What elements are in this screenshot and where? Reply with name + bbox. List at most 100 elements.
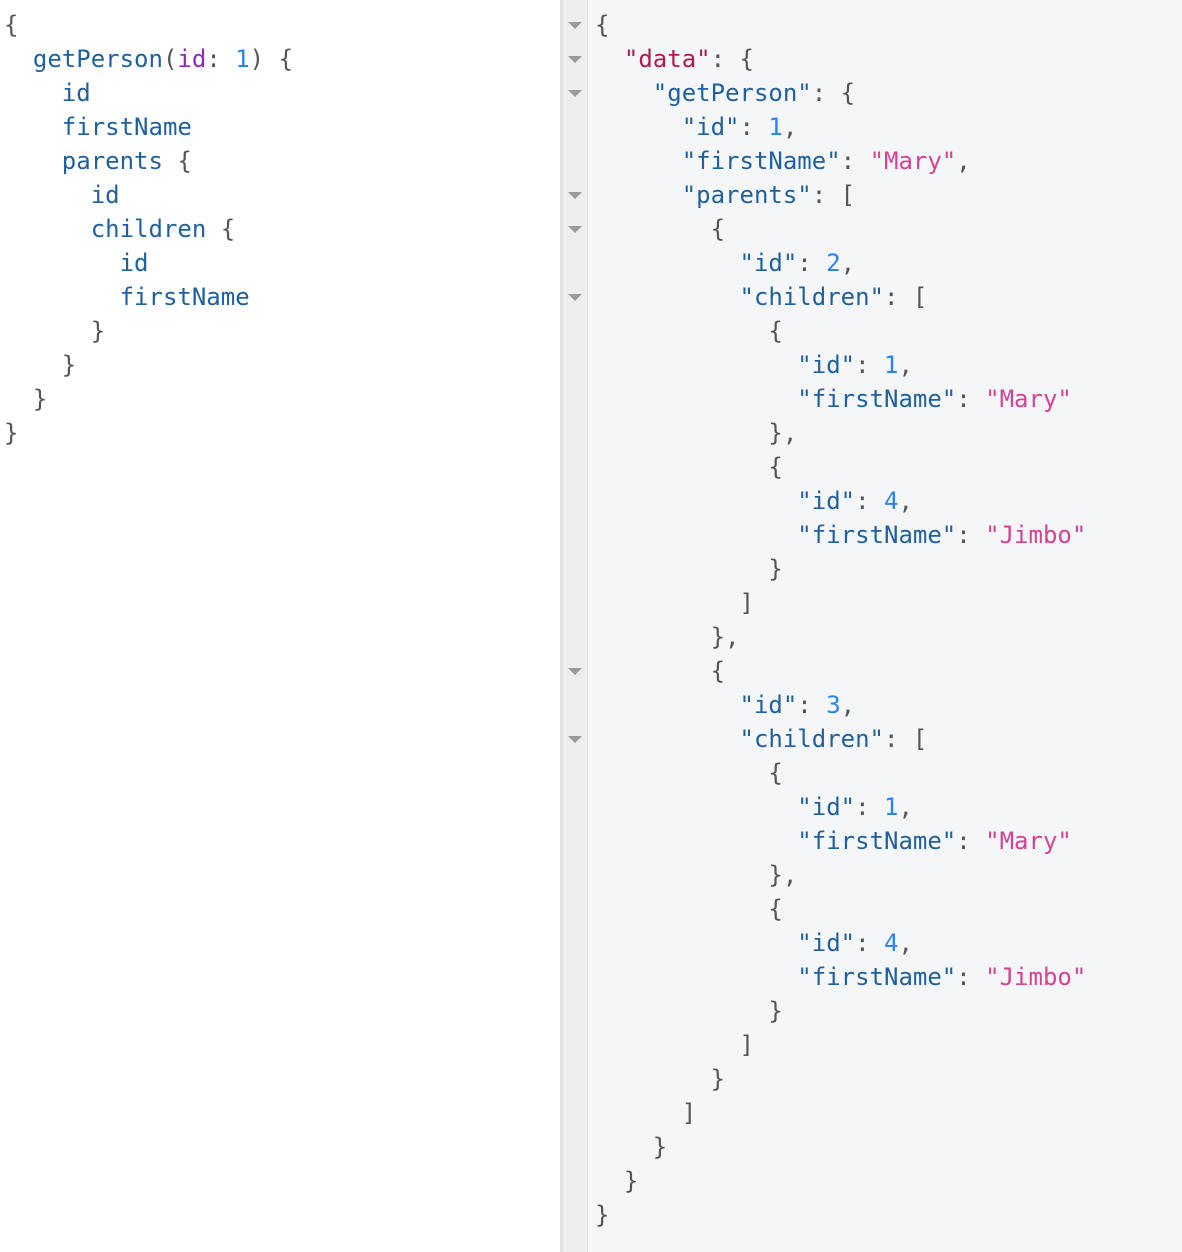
code-line[interactable]: } xyxy=(4,314,293,348)
indent xyxy=(595,1065,711,1093)
indent xyxy=(595,861,768,889)
code-token-key: "id" xyxy=(797,929,856,957)
code-token-punct: : [ xyxy=(884,283,928,311)
indent xyxy=(595,113,682,141)
code-line[interactable]: } xyxy=(4,348,293,382)
code-line[interactable]: getPerson(id: 1) { xyxy=(4,42,293,76)
code-token-str: "Mary" xyxy=(869,147,957,175)
code-line: }, xyxy=(595,858,1086,892)
code-token-punct: ) { xyxy=(249,45,294,73)
indent xyxy=(595,555,768,583)
indent xyxy=(595,351,797,379)
code-token-punct: ] xyxy=(681,1099,697,1127)
code-token-punct: , xyxy=(898,929,913,957)
code-token-key: "firstName" xyxy=(797,521,957,549)
code-line[interactable]: children { xyxy=(4,212,293,246)
code-line: "id": 4, xyxy=(595,484,1086,518)
result-viewer: { "data": { "getPerson": { "id": 1, "fir… xyxy=(563,0,1182,1252)
code-token-field: children xyxy=(90,215,207,243)
code-token-punct: : { xyxy=(811,79,856,107)
fold-arrow-icon[interactable] xyxy=(568,22,582,29)
code-token-punct: : xyxy=(956,521,986,549)
code-token-field: id xyxy=(119,249,149,277)
code-token-punct: : xyxy=(797,691,827,719)
code-line: "id": 2, xyxy=(595,246,1086,280)
code-line: } xyxy=(595,1062,1086,1096)
code-token-key: "id" xyxy=(739,249,798,277)
code-token-punct: : xyxy=(855,487,884,515)
code-line: "firstName": "Mary", xyxy=(595,144,1086,178)
indent xyxy=(4,147,62,175)
fold-arrow-icon[interactable] xyxy=(568,736,582,743)
code-line[interactable]: { xyxy=(4,8,293,42)
code-line[interactable]: } xyxy=(4,382,293,416)
indent xyxy=(595,79,653,107)
code-line: } xyxy=(595,994,1086,1028)
code-token-key: "firstName" xyxy=(681,147,841,175)
code-token-field: id xyxy=(61,79,91,107)
code-line[interactable]: firstName xyxy=(4,110,293,144)
code-line[interactable]: id xyxy=(4,246,293,280)
code-line: { xyxy=(595,892,1086,926)
code-token-key: "children" xyxy=(739,283,885,311)
query-code[interactable]: { getPerson(id: 1) { id firstName parent… xyxy=(4,8,293,450)
code-line: "id": 1, xyxy=(595,110,1086,144)
indent xyxy=(595,215,711,243)
code-line: "id": 1, xyxy=(595,348,1086,382)
code-line[interactable]: } xyxy=(4,416,293,450)
fold-arrow-icon[interactable] xyxy=(568,668,582,675)
code-line: "firstName": "Mary" xyxy=(595,824,1086,858)
code-token-key: "getPerson" xyxy=(652,79,812,107)
code-token-punct: { xyxy=(206,215,236,243)
code-token-punct: } xyxy=(768,997,783,1025)
code-token-num: 4 xyxy=(884,929,899,957)
code-line[interactable]: parents { xyxy=(4,144,293,178)
code-line: "getPerson": { xyxy=(595,76,1086,110)
code-token-punct: ( xyxy=(162,45,178,73)
indent xyxy=(4,113,62,141)
pane-resize-divider[interactable] xyxy=(560,0,563,1252)
indent xyxy=(4,317,91,345)
indent xyxy=(4,351,62,379)
code-token-key: "id" xyxy=(797,793,856,821)
fold-arrow-icon[interactable] xyxy=(568,56,582,63)
indent xyxy=(595,521,797,549)
fold-arrow-icon[interactable] xyxy=(568,226,582,233)
code-token-punct: }, xyxy=(710,623,740,651)
code-token-key: "children" xyxy=(739,725,885,753)
code-token-punct: : xyxy=(855,793,884,821)
code-line: { xyxy=(595,212,1086,246)
code-token-num: 3 xyxy=(826,691,841,719)
indent xyxy=(595,385,797,413)
code-line: "children": [ xyxy=(595,280,1086,314)
indent xyxy=(4,181,91,209)
code-token-str: "Jimbo" xyxy=(985,963,1087,991)
fold-arrow-icon[interactable] xyxy=(568,192,582,199)
indent xyxy=(4,385,33,413)
fold-arrow-icon[interactable] xyxy=(568,90,582,97)
fold-arrow-icon[interactable] xyxy=(568,294,582,301)
query-editor[interactable]: { getPerson(id: 1) { id firstName parent… xyxy=(0,0,560,1252)
code-token-field: firstName xyxy=(61,113,192,141)
indent xyxy=(595,623,711,651)
indent xyxy=(595,895,768,923)
code-token-punct: : xyxy=(956,963,986,991)
code-line: ] xyxy=(595,1028,1086,1062)
code-line: { xyxy=(595,654,1086,688)
code-token-punct: } xyxy=(90,317,106,345)
code-line[interactable]: firstName xyxy=(4,280,293,314)
code-line: { xyxy=(595,450,1086,484)
code-token-field: id xyxy=(90,181,120,209)
indent xyxy=(595,793,797,821)
code-token-key: "firstName" xyxy=(797,385,957,413)
code-line: { xyxy=(595,756,1086,790)
code-token-punct: ] xyxy=(739,1031,754,1059)
code-line[interactable]: id xyxy=(4,76,293,110)
indent xyxy=(595,827,797,855)
code-token-punct: : xyxy=(206,45,236,73)
code-line: ] xyxy=(595,1096,1086,1130)
code-token-punct: , xyxy=(898,351,913,379)
code-line: "parents": [ xyxy=(595,178,1086,212)
code-line[interactable]: id xyxy=(4,178,293,212)
code-line: "firstName": "Jimbo" xyxy=(595,960,1086,994)
